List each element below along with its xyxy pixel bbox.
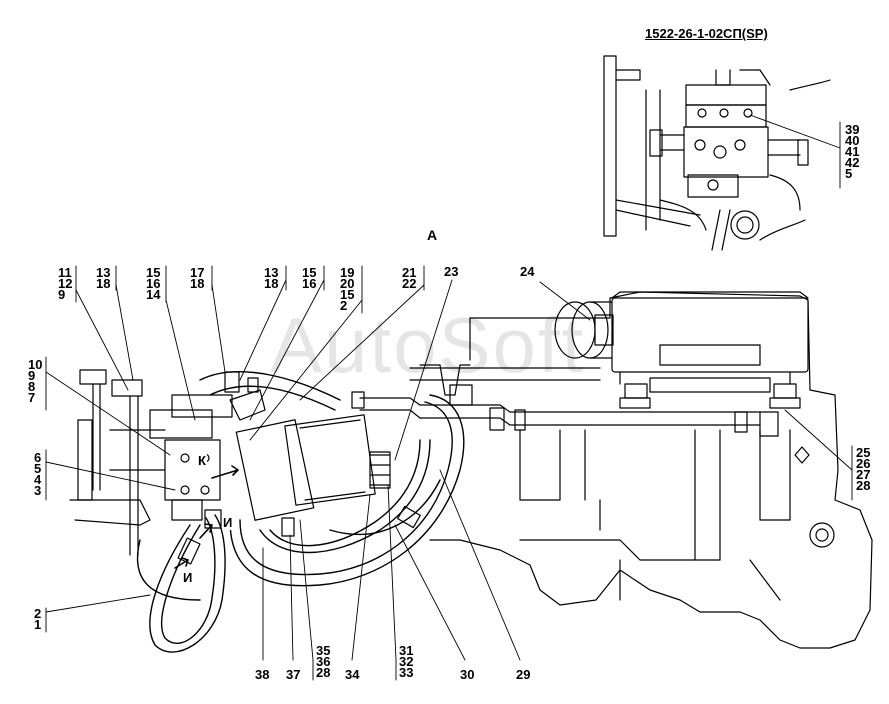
view-label: А [427,227,438,243]
callout-37: 37 [286,667,301,682]
callout-23: 23 [444,264,459,279]
callout-label: 28 [856,478,871,493]
callout-label: 14 [146,287,161,302]
callout-label: 4 [34,472,42,487]
valve-block [69,369,233,556]
callout-label: 15 [146,265,161,280]
callout-30: 30 [460,667,475,682]
callout-label: 15 [340,287,355,302]
callout-label: 42 [845,155,860,170]
callout-label: 13 [264,265,279,280]
callout-label: 19 [340,265,355,280]
callout-right: 25 26 27 28 [856,445,871,493]
callout-label: 9 [28,368,36,383]
callout-label: 8 [28,379,36,394]
callout-24: 24 [520,264,535,279]
callout-label: 13 [96,265,111,280]
fittings [177,371,421,565]
callout-label: 36 [316,654,331,669]
callout-19: 19 20 15 2 [340,265,355,313]
callout-label: 26 [856,456,871,471]
inset-detail [603,55,831,251]
callout-13b: 13 18 [264,265,279,291]
flow-arrows [174,465,239,569]
callout-label: 2 [340,298,348,313]
callout-label: 27 [856,467,871,482]
callout-left-middle: 6 5 4 3 [34,450,42,498]
marker-i-upper: И [222,515,234,530]
callout-label: 6 [34,450,42,465]
callout-label: 25 [856,445,871,460]
callout-label: 22 [402,276,417,291]
callout-13a: 13 18 [96,265,111,291]
callout-label: 28 [316,665,331,680]
callout-label: 9 [58,287,66,302]
callout-label: 10 [28,357,43,372]
callout-31: 31 32 33 [399,643,414,680]
callout-label: 15 [302,265,317,280]
callout-label: 40 [845,133,860,148]
callout-label: 21 [402,265,417,280]
frame-outline [429,291,873,649]
callout-label: 11 [58,265,72,280]
callout-15a: 15 16 14 [146,265,161,302]
pump [229,389,391,521]
callout-label: 2 [34,606,42,621]
callout-17: 17 18 [190,265,205,291]
callout-label: 17 [190,265,205,280]
watermark: AutoSoft [270,301,586,389]
callout-label: 5 [34,461,42,476]
callout-label: 18 [190,276,205,291]
drawing-title: 1522-26-1-02СП(SP) [645,26,768,41]
callout-label: 39 [845,122,860,137]
callout-38: 38 [255,667,270,682]
hoses [136,371,465,653]
callout-label: 31 [399,643,414,658]
callout-label: 18 [96,276,111,291]
callout-label: 16 [302,276,317,291]
callout-inset: 39 40 41 42 5 [845,122,860,181]
pipes [359,364,779,437]
marker-i-lower: И [182,570,194,585]
callout-label: 32 [399,654,414,669]
callout-label: 35 [316,643,331,658]
callout-label: 1 [34,617,42,632]
callout-label: 7 [28,390,36,405]
leader-lines [45,114,853,681]
callout-label: 12 [58,276,73,291]
callout-15b: 15 16 [302,265,317,291]
callout-35: 35 36 28 [316,643,331,680]
tank [554,291,809,409]
callout-11: 11 12 9 [58,265,73,302]
callout-label: 5 [845,166,853,181]
callout-label: 33 [399,665,414,680]
callout-left-lower: 2 1 [34,606,42,632]
callout-label: 20 [340,276,355,291]
callout-34: 34 [345,667,360,682]
callout-left-upper: 10 9 8 7 [28,357,43,405]
marker-k: К [197,453,207,468]
callout-label: 3 [34,483,42,498]
callout-label: 16 [146,276,161,291]
callout-label: 41 [845,144,860,159]
callout-label: 18 [264,276,279,291]
callout-21: 21 22 [402,265,417,291]
callout-29: 29 [516,667,531,682]
